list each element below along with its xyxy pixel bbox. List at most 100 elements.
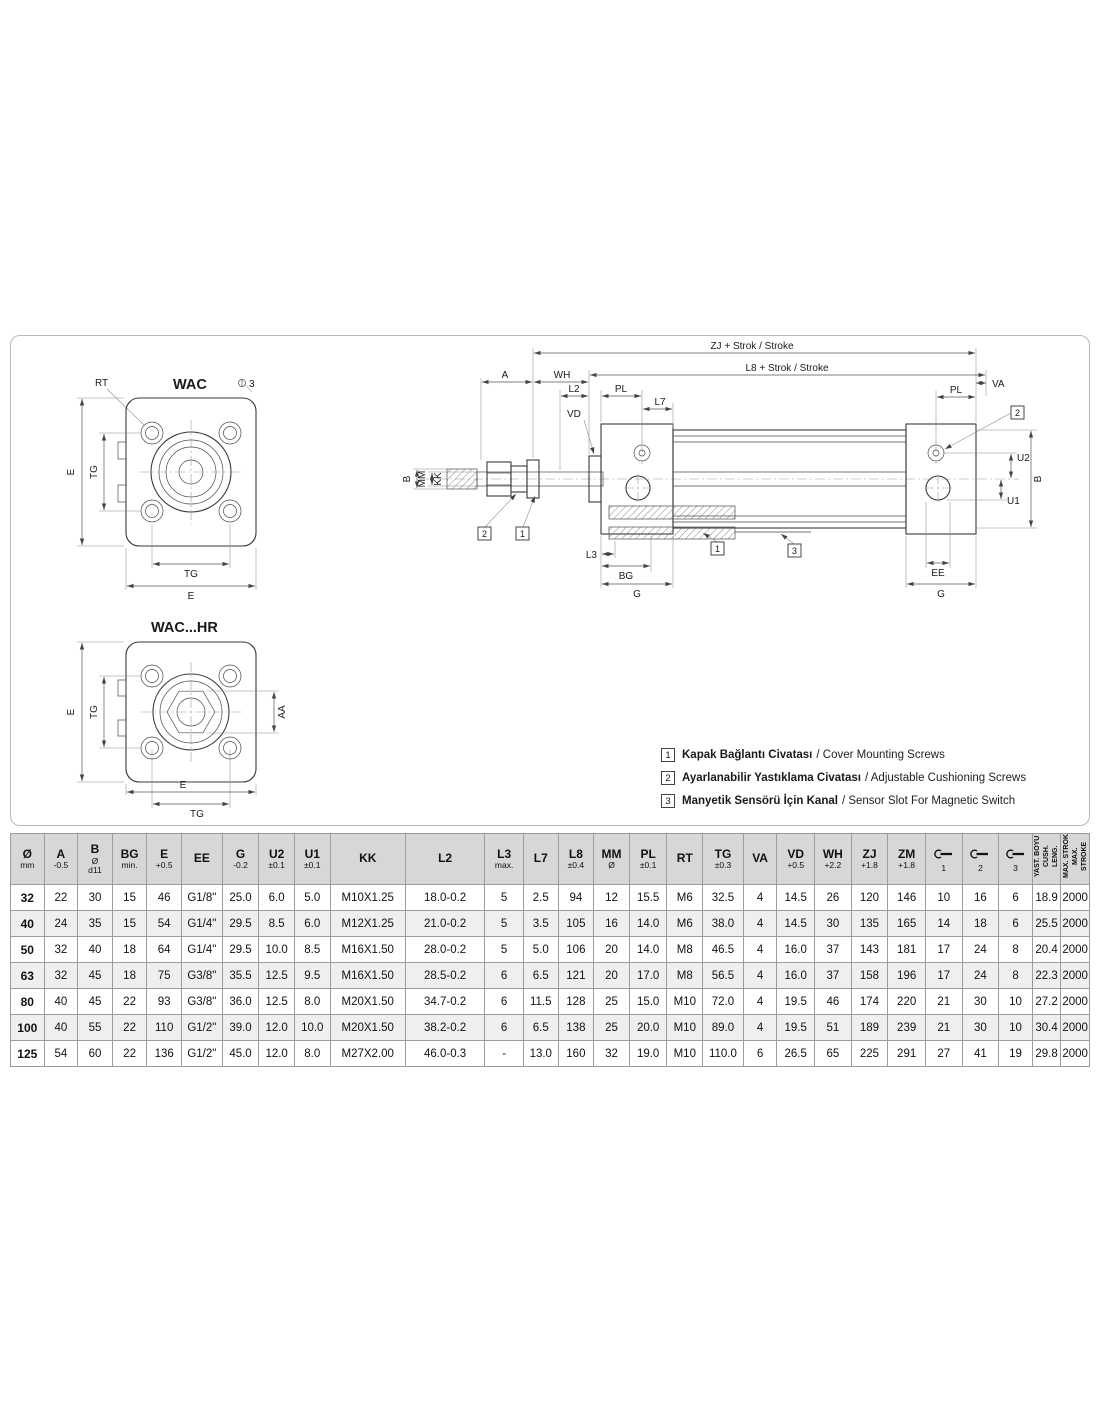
- legend-text-en: / Sensor Slot For Magnetic Switch: [841, 795, 1016, 807]
- table-cell: 39.0: [221, 1014, 260, 1041]
- table-cell: 6: [484, 1014, 524, 1041]
- table-cell: 4: [742, 1014, 778, 1041]
- column-header-vertical-label: YAST. BOYU CUSH. LENG.: [1033, 835, 1060, 878]
- table-cell: 6.0: [258, 884, 295, 911]
- table-cell: M10: [666, 988, 704, 1015]
- table-cell: 75: [146, 962, 182, 989]
- legend-text-tr: Kapak Bağlantı Civatası: [682, 749, 813, 761]
- wac-mounting-holes: [140, 421, 242, 523]
- table-cell: 45: [77, 962, 113, 989]
- b-dim-label: B: [1033, 475, 1044, 482]
- legend-text-tr: Ayarlanabilir Yastıklama Civatası: [682, 772, 861, 784]
- table-cell: 46: [146, 884, 182, 911]
- table-cell: 2000: [1060, 1040, 1090, 1067]
- table-cell: 6: [742, 1040, 778, 1067]
- column-header-label: MM: [601, 846, 622, 861]
- column-header: ZM+1.8: [887, 833, 926, 885]
- column-header-sub-label: 3: [1013, 862, 1018, 873]
- table-cell: 5: [484, 910, 524, 937]
- a-dim-label: A: [502, 370, 509, 381]
- table-cell: 2000: [1060, 936, 1090, 963]
- column-header-label: TG: [714, 846, 732, 861]
- table-cell: 12.5: [258, 962, 295, 989]
- table-cell: 46: [814, 988, 852, 1015]
- table-cell: 4: [742, 962, 778, 989]
- table-cell: 5: [484, 884, 524, 911]
- column-header: G-0.2: [221, 833, 260, 885]
- column-header: L2: [404, 833, 486, 885]
- legend-text-en: / Cover Mounting Screws: [816, 749, 945, 761]
- column-header-sub-label: +2.2: [824, 860, 842, 871]
- legend-number: 1: [661, 748, 675, 762]
- table-cell: G1/2": [180, 1014, 223, 1041]
- column-header: ZJ+1.8: [850, 833, 889, 885]
- table-cell: 9.5: [293, 962, 331, 989]
- column-header-label: A: [56, 846, 66, 861]
- callout-3-box: [787, 543, 802, 558]
- table-cell: 46.5: [702, 936, 744, 963]
- table-cell: 146: [887, 884, 926, 911]
- bore-size-cell: 80: [10, 988, 45, 1015]
- table-cell: 25.5: [1031, 910, 1062, 937]
- table-cell: 10: [998, 1014, 1033, 1041]
- table-cell: 32: [43, 962, 79, 989]
- tg-dim-label: TG: [89, 465, 100, 479]
- g-dim-label: G: [937, 589, 945, 600]
- column-header-sub-label: Ø d11: [88, 855, 102, 875]
- table-cell: M6: [666, 884, 704, 911]
- column-header-label: BG: [120, 846, 139, 861]
- column-header: TG±0.3: [702, 833, 744, 885]
- table-cell: 2000: [1060, 1014, 1090, 1041]
- table-cell: 158: [850, 962, 889, 989]
- bore-size-cell: 100: [10, 1014, 45, 1041]
- table-cell: 15: [111, 910, 148, 937]
- table-cell: 8.0: [293, 988, 331, 1015]
- callout-2-box: [1010, 405, 1025, 420]
- column-header-sub-label: -0.2: [233, 860, 248, 871]
- table-cell: 19.0: [628, 1040, 668, 1067]
- column-header-label: L7: [533, 851, 548, 866]
- callout-3-label: 3: [792, 546, 797, 556]
- table-cell: 37: [814, 962, 852, 989]
- wac-flange-outline: [125, 397, 257, 547]
- table-cell: 2000: [1060, 988, 1090, 1015]
- g-dim-label: G: [633, 589, 641, 600]
- table-cell: 136: [146, 1040, 182, 1067]
- table-cell: 65: [814, 1040, 852, 1067]
- table-cell: 12.0: [258, 1014, 295, 1041]
- table-cell: 14.0: [628, 910, 668, 937]
- table-cell: 18: [961, 910, 1000, 937]
- table-cell: 121: [557, 962, 595, 989]
- table-cell: 21: [924, 988, 963, 1015]
- table-cell: 14: [924, 910, 963, 937]
- va-dim-label: VA: [992, 379, 1005, 390]
- column-header: A-0.5: [43, 833, 79, 885]
- table-cell: 2000: [1060, 910, 1090, 937]
- column-header: U1±0.1: [293, 833, 331, 885]
- table-cell: M16X1.50: [329, 962, 406, 989]
- column-header-label: PL: [640, 846, 656, 861]
- table-cell: 22: [111, 988, 148, 1015]
- table-cell: 30: [961, 988, 1000, 1015]
- table-cell: M20X1.50: [329, 988, 406, 1015]
- table-cell: 21.0-0.2: [404, 910, 486, 937]
- table-cell: 16: [961, 884, 1000, 911]
- callout-1-label: 1: [520, 529, 525, 539]
- table-cell: 15: [111, 884, 148, 911]
- table-cell: 143: [850, 936, 889, 963]
- column-header-label: U2: [268, 846, 285, 861]
- wac-hr-view-title: WAC...HR: [151, 620, 218, 636]
- table-cell: 27: [924, 1040, 963, 1067]
- legend-number: 2: [661, 771, 675, 785]
- table-cell: 17: [924, 936, 963, 963]
- table-cell: 40: [43, 1014, 79, 1041]
- bore-size-cell: 125: [10, 1040, 45, 1067]
- wrench-icon: [934, 846, 954, 863]
- table-cell: 18: [111, 936, 148, 963]
